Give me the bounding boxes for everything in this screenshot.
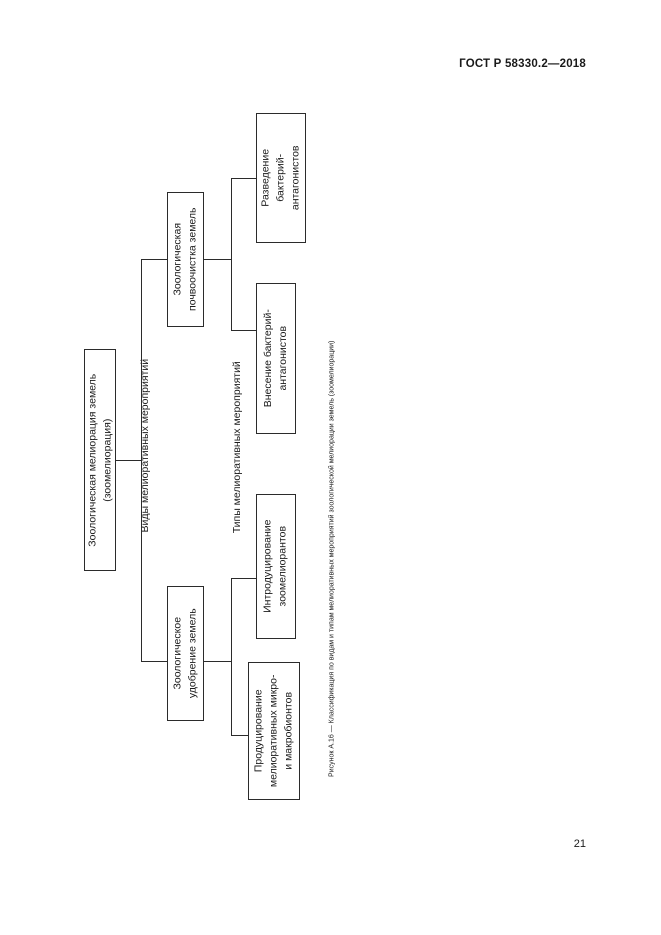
- node-zoological-soil-cleaning: Зоологическая почвоочистка земель: [167, 192, 204, 327]
- node-introducing-zoomeliorants-label: Интродуцирование зоомелиорантов: [261, 519, 289, 614]
- node-introduction-antagonist-bacteria-label: Внесение бактерий- антагонистов: [261, 309, 290, 408]
- connector-to-leaf-1: [231, 178, 256, 179]
- connector-branch-top-stub: [204, 259, 231, 260]
- connector-to-leaf-2: [231, 330, 256, 331]
- connector-to-branch-bottom: [141, 661, 167, 662]
- level-label-tipy: Типы мелиоративных мероприятий: [215, 356, 243, 556]
- node-zoological-soil-cleaning-label: Зоологическая почвоочистка земель: [171, 207, 199, 312]
- node-zoological-fertilization: Зоологическое удобрение земель: [167, 586, 204, 721]
- connector-to-leaf-3: [231, 578, 256, 579]
- page-number: 21: [573, 838, 586, 850]
- node-breeding-antagonist-bacteria-label: Разведение бактерий- антагонистов: [259, 145, 302, 211]
- level-label-vidy: Виды мелиоративных мероприятий: [123, 359, 151, 550]
- connector-leaf-spine-bottom: [231, 578, 232, 735]
- connector-leaf-spine-top: [231, 178, 232, 330]
- connector-root-stub: [116, 460, 141, 461]
- node-breeding-antagonist-bacteria: Разведение бактерий- антагонистов: [256, 113, 306, 243]
- level-label-tipy-text: Типы мелиоративных мероприятий: [231, 361, 244, 534]
- connector-to-branch-top: [141, 259, 167, 260]
- node-producing-microbionts-label: Продуцирование мелиоративных микро- и ма…: [252, 674, 295, 788]
- node-root: Зоологическая мелиорация земель (зоомели…: [84, 349, 116, 571]
- node-zoological-fertilization-label: Зоологическое удобрение земель: [171, 608, 199, 699]
- figure-caption-text: Рисунок А.16 — Классификация по видам и …: [328, 340, 336, 777]
- figure-caption: Рисунок А.16 — Классификация по видам и …: [318, 189, 345, 789]
- connector-branch-bottom-stub: [204, 661, 231, 662]
- node-producing-microbionts: Продуцирование мелиоративных микро- и ма…: [248, 662, 300, 800]
- node-introducing-zoomeliorants: Интродуцирование зоомелиорантов: [256, 494, 296, 639]
- node-introduction-antagonist-bacteria: Внесение бактерий- антагонистов: [256, 283, 296, 434]
- standard-header: ГОСТ Р 58330.2—2018: [459, 58, 586, 70]
- connector-to-leaf-4: [231, 735, 248, 736]
- connector-level1-spine: [141, 259, 142, 661]
- node-root-label: Зоологическая мелиорация земель (зоомели…: [85, 373, 114, 547]
